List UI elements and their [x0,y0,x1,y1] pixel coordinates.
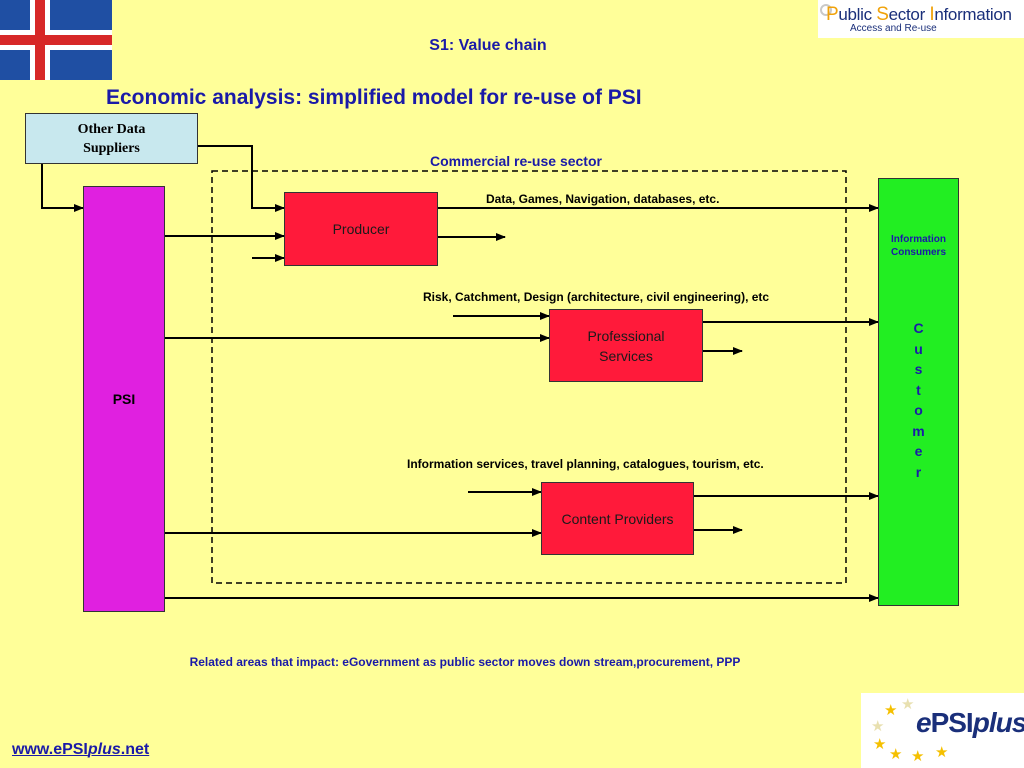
content-providers-box: Content Providers [541,482,694,555]
iceland-flag [0,0,112,80]
epsiplus-wordmark: ePSIplus [916,707,1024,738]
content-providers-label: Content Providers [561,510,674,527]
suppliers-to-psi-arrow [41,164,84,212]
customer-box: Information Consumers C u s t o m e r [878,178,959,606]
commercial-sector-boundary [211,170,847,584]
producer-output-label: Data, Games, Navigation, databases, etc. [486,192,720,206]
slide-subtitle: S1: Value chain [429,37,547,54]
star-icon: ★ [873,736,887,753]
star-icon: ★ [935,744,949,761]
star-icon: ★ [884,702,898,719]
star-icon: ★ [901,696,915,713]
star-icon: ★ [871,718,885,735]
star-icon: ★ [911,748,925,765]
logo-tagline: Access and Re-use [850,23,937,34]
psi-box: PSI [83,186,165,612]
psi-label: PSI [112,391,136,407]
professional-output-label: Risk, Catchment, Design (architecture, c… [423,290,770,304]
commercial-sector-label: Commercial re-use sector [430,153,602,169]
information-consumers-label: Information Consumers [890,234,946,258]
producer-box: Producer [284,192,438,266]
epsiplus-logo: ★ ★ ★ ★ ★ ★ ★ ePSIplus [861,693,1024,768]
public-sector-information-logo: Public Sector Information Access and Re-… [818,0,1024,38]
star-icon: ★ [889,746,903,763]
suppliers-to-producer-arrow [198,145,285,212]
related-areas-note: Related areas that impact: eGovernment a… [189,655,741,669]
content-output-label: Information services, travel planning, c… [407,457,764,471]
epsiplus-website-link[interactable]: www.ePSIplus.net [12,741,150,758]
swirl-icon [820,4,832,16]
producer-label: Producer [332,221,390,237]
customer-label: C u s t o m e r [912,320,925,480]
slide-title: Economic analysis: simplified model for … [106,86,642,109]
